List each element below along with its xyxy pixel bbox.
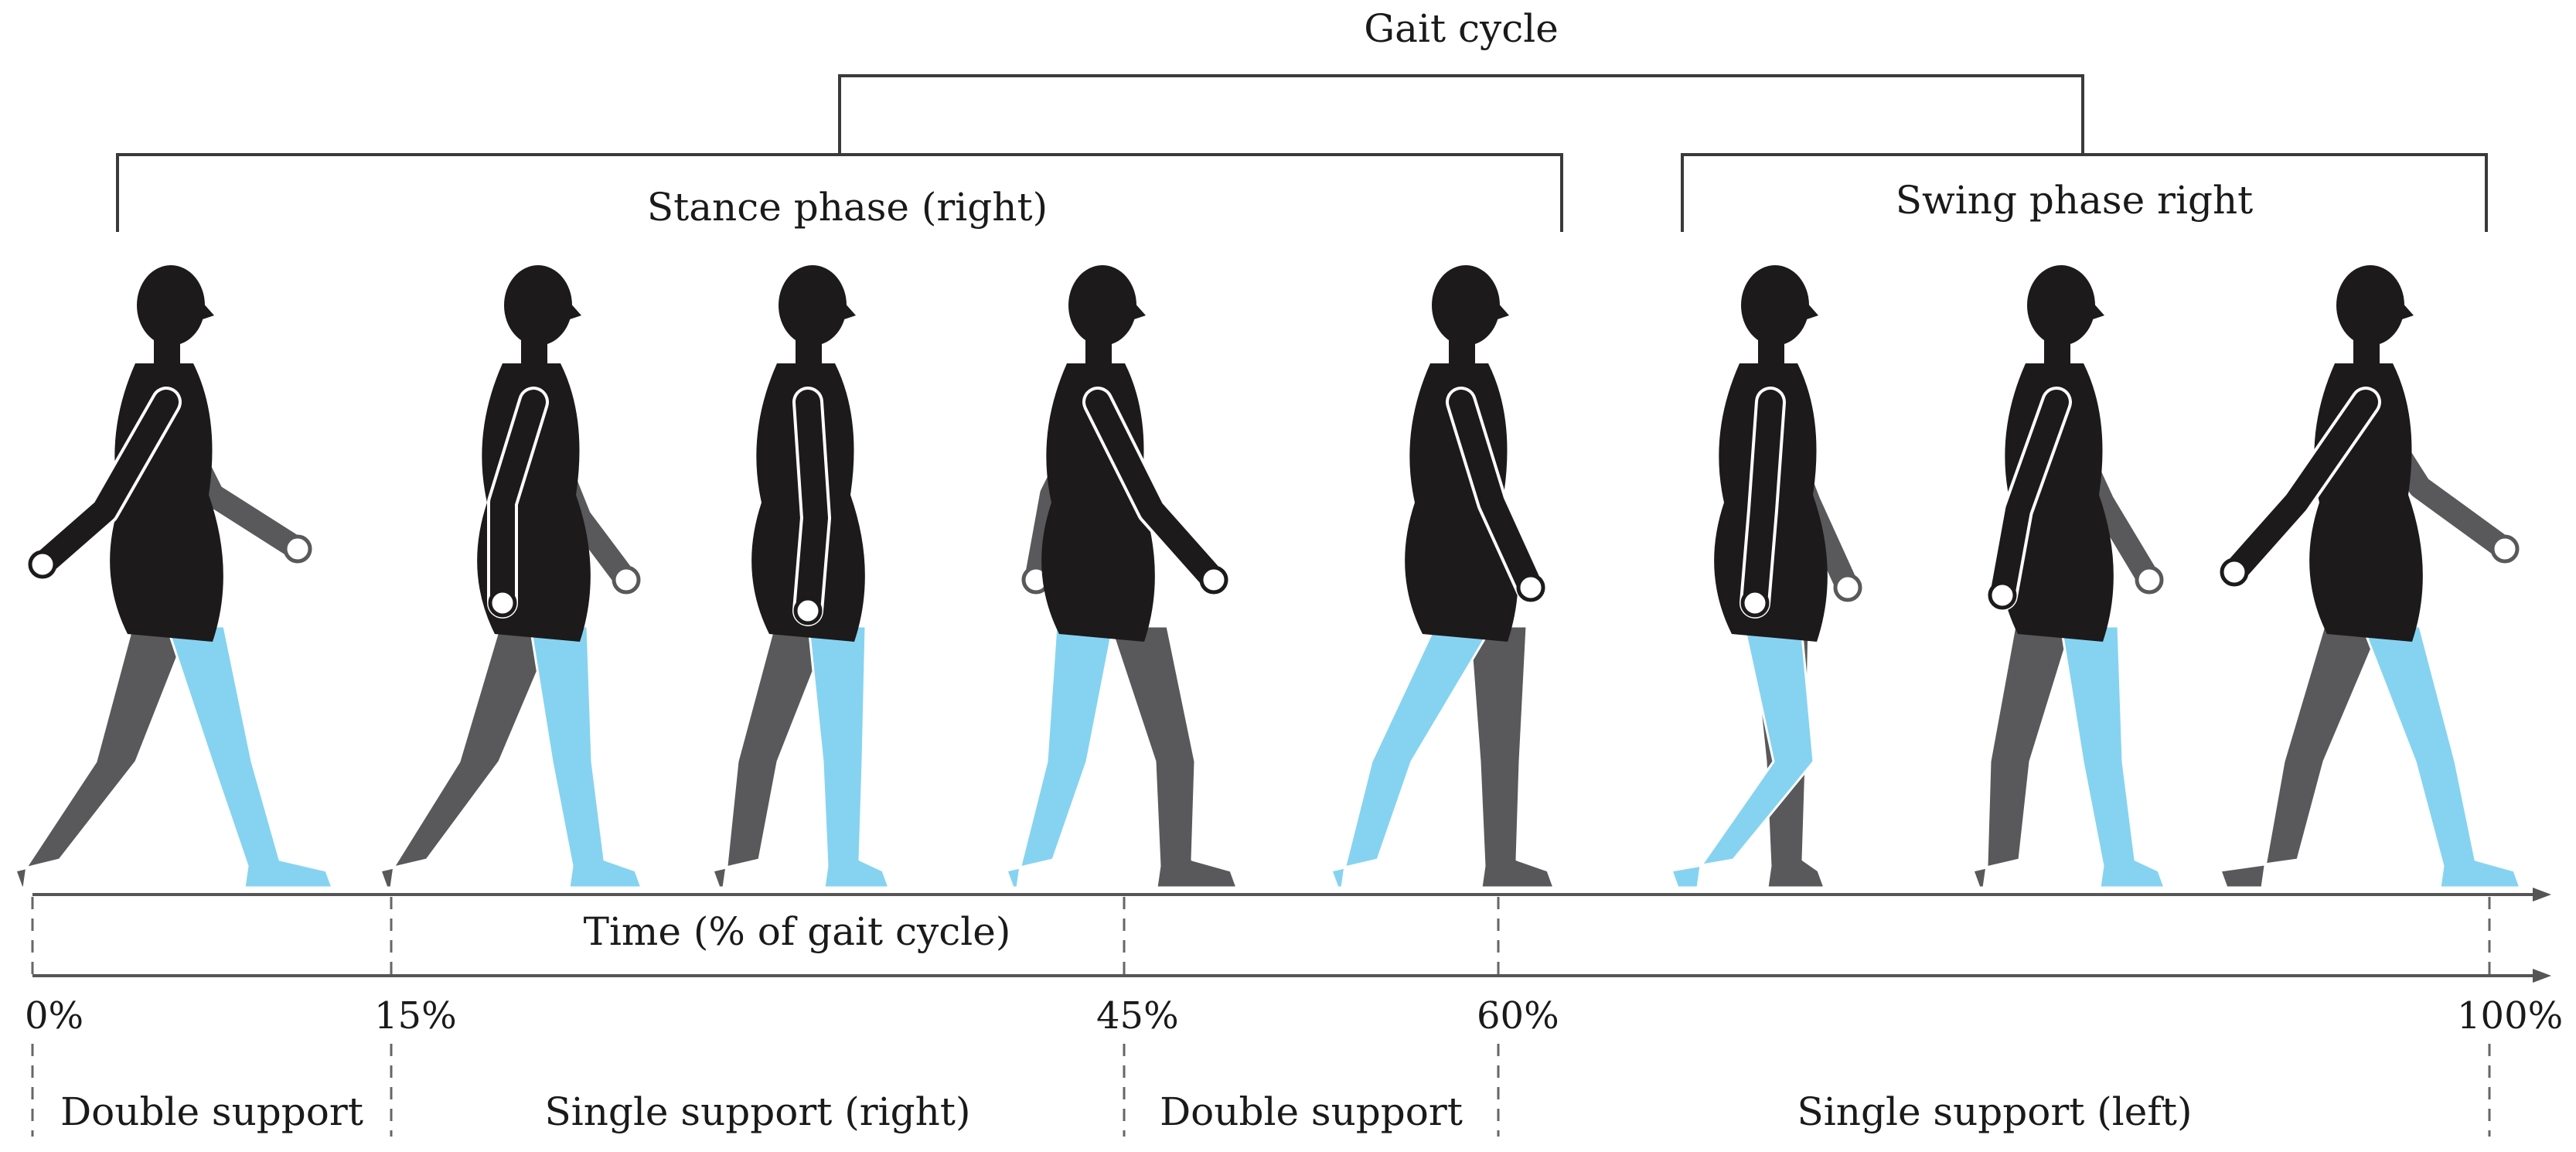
figure-7-left-leg — [1971, 625, 2073, 889]
walking-figures — [14, 265, 2522, 889]
figure-2-right-leg — [529, 625, 643, 889]
figure-2-front-arm — [490, 390, 546, 615]
figure-4-front-hand — [1199, 565, 1228, 595]
figure-1-right-leg — [165, 625, 334, 889]
figure-3-front-hand — [793, 596, 823, 625]
figure-4-face — [1132, 302, 1146, 320]
tick-label-0: 0% — [25, 994, 83, 1038]
figure-5-front-arm — [1449, 390, 1543, 600]
figure-4-left-leg — [1109, 625, 1239, 889]
figure-8-left-leg — [2219, 625, 2383, 889]
axis-bottom-arrow — [2533, 969, 2551, 983]
figure-3-right-leg — [807, 625, 891, 889]
figure-6-right-leg — [1670, 625, 1815, 889]
figure-4-right-leg — [1005, 625, 1115, 889]
figure-5-torso — [1405, 363, 1518, 642]
figure-8-face — [2400, 302, 2414, 320]
phase-label-single-support-left: Single support (left) — [1797, 1089, 2193, 1134]
axis-top-arrow — [2533, 888, 2551, 901]
figure-6-face — [1804, 302, 1818, 320]
axis-title: Time (% of gait cycle) — [584, 909, 1011, 954]
figure-6-head — [1741, 265, 1809, 346]
figure-1-front-arm — [30, 390, 179, 577]
figure-1-face — [200, 302, 214, 320]
walking-figure-6 — [1670, 265, 1862, 889]
figure-7-back-hand — [2135, 565, 2164, 595]
figure-3-face — [842, 302, 856, 320]
phase-label-double-support-2: Double support — [1160, 1089, 1463, 1134]
figure-7-front-hand — [1988, 581, 2017, 610]
walking-figure-7 — [1971, 265, 2166, 889]
figure-2-back-hand — [612, 565, 641, 595]
figure-3-front-arm — [796, 390, 828, 623]
figure-3-head — [779, 265, 847, 346]
walking-figure-8 — [2219, 265, 2522, 889]
figure-8-front-hand — [2220, 557, 2249, 587]
figure-6-front-hand — [1740, 588, 1770, 618]
figure-7-head — [2027, 265, 2095, 346]
gait-cycle-label: Gait cycle — [1364, 6, 1559, 51]
figure-1-back-hand — [283, 534, 312, 564]
gait-cycle-bracket: Gait cycle — [838, 6, 2084, 155]
swing-phase-label: Swing phase right — [1896, 178, 2254, 223]
stance-phase-bracket: Stance phase (right) — [116, 153, 1563, 232]
figure-8-front-arm — [2222, 390, 2378, 585]
figure-5-head — [1432, 265, 1500, 346]
figure-8-head — [2336, 265, 2404, 346]
time-axis: Time (% of gait cycle) 0% 15% 45% 60% 10… — [25, 888, 2563, 1137]
tick-label-100: 100% — [2457, 994, 2563, 1038]
tick-label-15: 15% — [374, 994, 457, 1038]
figure-7-torso — [2000, 363, 2114, 642]
figure-5-right-leg — [1330, 625, 1494, 889]
figure-7-front-arm — [1990, 390, 2069, 608]
figure-5-left-leg — [1468, 625, 1555, 889]
figure-7-right-leg — [2060, 625, 2166, 889]
tick-label-60: 60% — [1477, 994, 1559, 1038]
walking-figure-3 — [711, 265, 891, 889]
stance-phase-label: Stance phase (right) — [647, 185, 1048, 230]
figure-1-left-leg — [14, 625, 191, 889]
figure-2-head — [504, 265, 572, 346]
walking-figure-2 — [379, 265, 643, 889]
phase-label-single-support-right: Single support (right) — [544, 1089, 970, 1134]
figure-7-face — [2090, 302, 2104, 320]
tick-label-45: 45% — [1096, 994, 1179, 1038]
figure-6-back-hand — [1833, 573, 1862, 602]
figure-8-right-leg — [2361, 625, 2522, 889]
figure-2-left-leg — [379, 625, 558, 889]
figure-3-left-leg — [711, 625, 833, 889]
figure-1-front-hand — [28, 550, 57, 579]
phase-label-double-support-1: Double support — [60, 1089, 363, 1134]
figure-8-back-hand — [2490, 534, 2520, 564]
figure-6-front-arm — [1743, 390, 1783, 615]
walking-figure-4 — [1005, 265, 1239, 889]
walking-figure-1 — [14, 265, 334, 889]
figure-5-front-hand — [1516, 573, 1545, 602]
walking-figure-5 — [1330, 265, 1555, 889]
figure-1-head — [137, 265, 205, 346]
swing-phase-bracket: Swing phase right — [1681, 153, 2488, 232]
figure-5-face — [1495, 302, 1509, 320]
figure-2-face — [567, 302, 581, 320]
figure-4-head — [1068, 265, 1136, 346]
figure-2-front-hand — [488, 588, 517, 618]
figure-4-front-arm — [1085, 390, 1226, 592]
